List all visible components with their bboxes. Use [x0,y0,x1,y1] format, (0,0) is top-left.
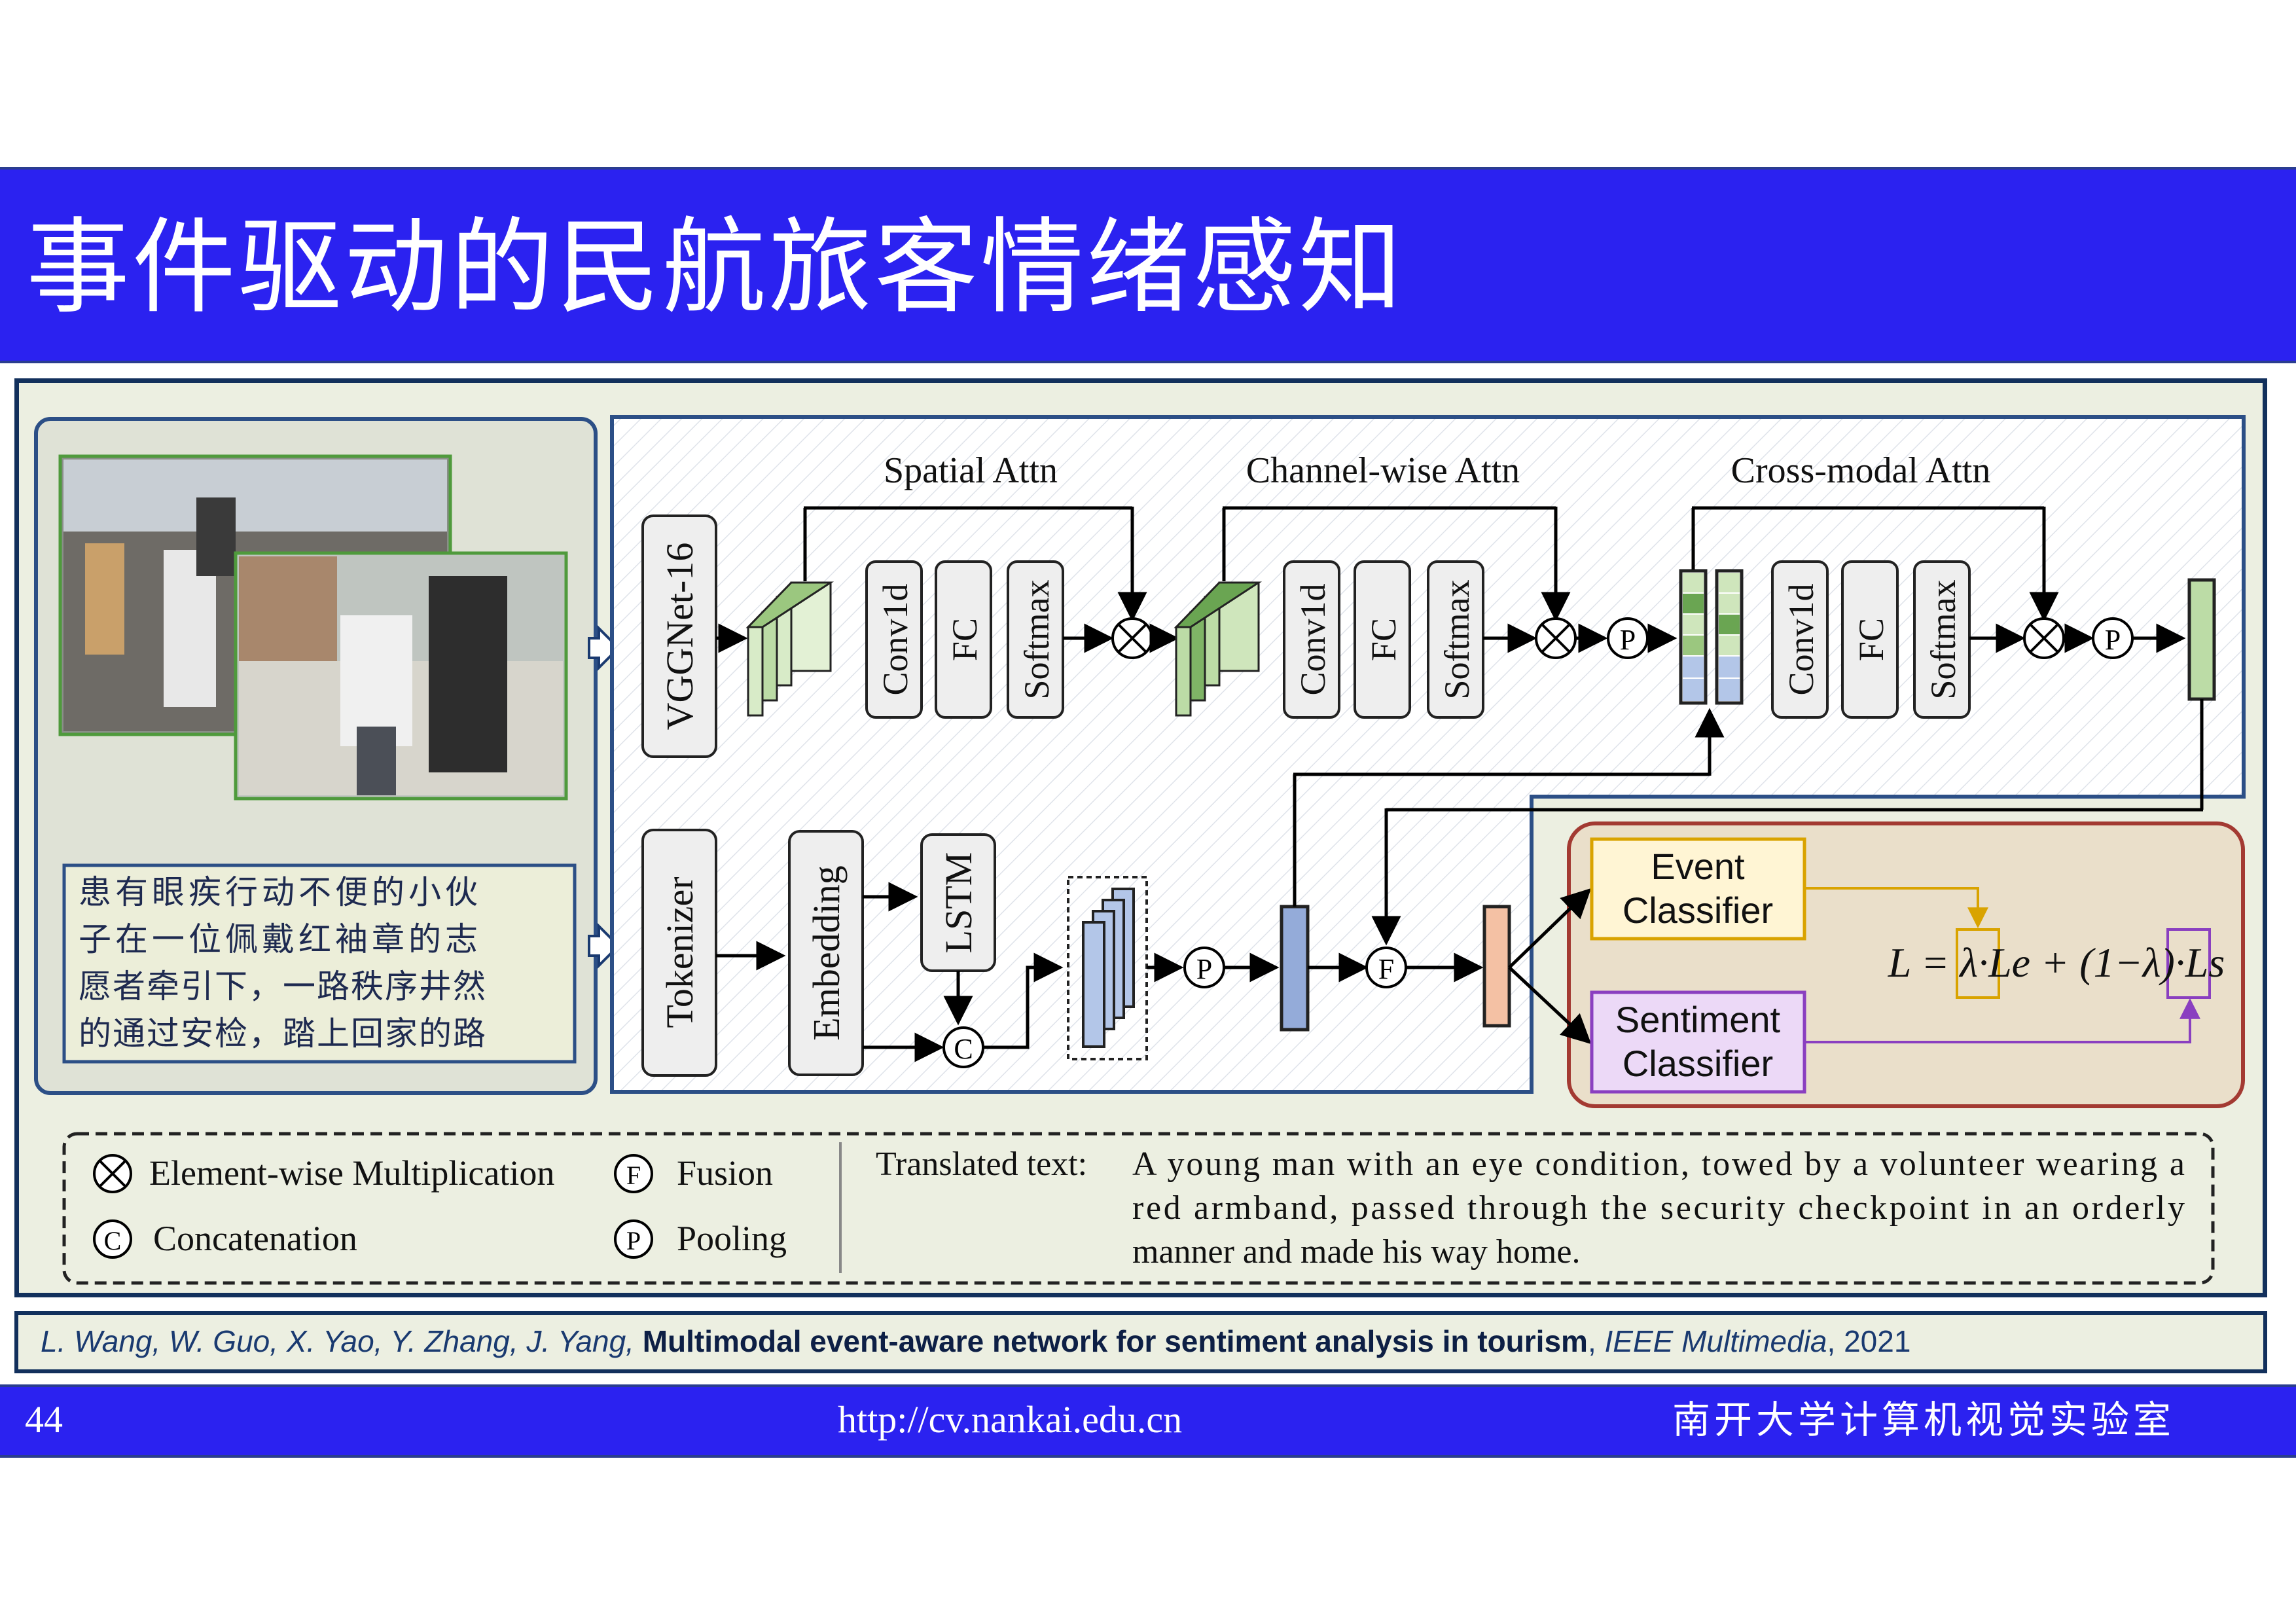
legend-fusion-icon [614,1154,653,1193]
channel-conv1d-block [1283,560,1340,719]
citation-year: , 2021 [1827,1324,1911,1358]
cross-conv1d-label: Conv1d [1782,583,1821,695]
text-input-arrow [588,923,620,969]
text-pooling-symbol: P [1196,953,1212,985]
fusion-symbol: F [1378,953,1394,985]
text-feature-maps [1082,888,1135,1048]
spatial-conv1d-label: Conv1d [876,583,915,695]
event-loss-box [1956,928,2000,999]
embedding-block [788,830,864,1076]
sentiment-classifier-block [1590,990,1806,1094]
citation-comma: , [1587,1324,1596,1358]
concat-symbol: C [954,1033,973,1065]
input-photo-front [234,551,568,801]
spatial-fc-label: FC [945,618,984,661]
citation-box [14,1311,2267,1373]
translated-line-3: manner and made his way home. [1132,1233,1580,1271]
fused-feature-vector [1482,905,1511,1028]
channel-fc-block [1354,560,1411,719]
cross-fc-label: FC [1852,618,1891,661]
cross-fc-block [1841,560,1899,719]
citation-authors: L. Wang, W. Guo, X. Yao, Y. Zhang, J. Ya… [41,1324,634,1358]
caption-line-3: 愿者牵引下，一路秩序井然 [79,967,487,1005]
cross-modal-attn-label: Cross-modal Attn [1731,450,1991,491]
vggnet-block [641,514,717,758]
channel-softmax-label: Softmax [1437,580,1477,700]
spatial-feature-maps [745,581,834,717]
sentiment-classifier-line-1: Sentiment [1615,999,1781,1040]
legend-fusion-symbol: F [626,1161,641,1190]
translated-label: Translated text: [876,1146,1087,1183]
cross-softmax-label: Softmax [1924,580,1963,700]
spatial-conv1d-block [865,560,923,719]
caption-box [62,863,577,1064]
citation-paper-title: Multimodal event-aware network for senti… [642,1324,1588,1358]
legend-concat-icon [93,1219,132,1259]
event-classifier-line-1: Event [1651,846,1745,887]
spatial-fc-block [935,560,992,719]
footer-lab-name: 南开大学计算机视觉实验室 [1672,1398,2176,1442]
translated-line-2: red armband, passed through the security… [1132,1189,2185,1227]
tokenizer-label: Tokenizer [658,876,701,1028]
title-bar [0,167,2296,363]
legend-pooling-icon [614,1219,653,1259]
legend-multiply-label: Element-wise Multiplication [149,1153,554,1193]
visual-feature-vector [2187,578,2216,701]
slide-title: 事件驱动的民航旅客情绪感知 [26,208,1405,328]
lstm-label: LSTM [937,852,980,954]
channel-pooling-symbol: P [1620,624,1636,656]
citation-venue: IEEE Multimedia [1604,1324,1827,1358]
footer-url[interactable]: http://cv.nankai.edu.cn [838,1398,1183,1441]
citation: L. Wang, W. Guo, X. Yao, Y. Zhang, J. Ya… [41,1322,1910,1362]
embedding-label: Embedding [805,865,848,1040]
loss-formula: L = λ·Le + (1−λ)·Ls [1888,939,2225,986]
legend-pooling-label: Pooling [677,1219,787,1258]
legend-pooling-symbol: P [626,1226,641,1255]
spatial-softmax-label: Softmax [1017,580,1056,700]
event-classifier-block [1590,837,1806,941]
page-number: 44 [25,1398,63,1441]
image-input-arrow [588,625,620,671]
channel-attn-label: Channel-wise Attn [1246,450,1520,491]
legend-box [62,1132,2215,1285]
caption-line-2: 子在一位佩戴红袖章的志 [79,920,482,958]
cross-conv1d-block [1771,560,1829,719]
text-feature-vector [1280,905,1310,1032]
channel-fc-label: FC [1364,618,1403,661]
footer-bar [0,1384,2296,1458]
spatial-attn-label: Spatial Attn [884,450,1058,491]
channel-conv1d-label: Conv1d [1293,583,1333,695]
cross-pooling-symbol: P [2105,624,2121,656]
caption-line-1: 患有眼疾行动不便的小伙 [79,873,482,911]
translated-line-1: A young man with an eye condition, towed… [1132,1146,2185,1183]
channel-feature-maps [1174,581,1263,717]
legend-concat-symbol: C [104,1226,122,1255]
vggnet-label: VGGNet-16 [658,543,701,731]
caption-line-4: 的通过安检，踏上回家的路 [79,1015,487,1053]
event-classifier-line-2: Classifier [1623,890,1773,931]
legend-fusion-label: Fusion [677,1153,773,1193]
sentiment-classifier-line-2: Classifier [1623,1043,1773,1084]
cross-modal-feature-vectors [1679,569,1744,705]
tokenizer-block [641,829,717,1077]
sentiment-loss-box [2166,928,2211,999]
legend-concat-label: Concatenation [153,1219,357,1258]
